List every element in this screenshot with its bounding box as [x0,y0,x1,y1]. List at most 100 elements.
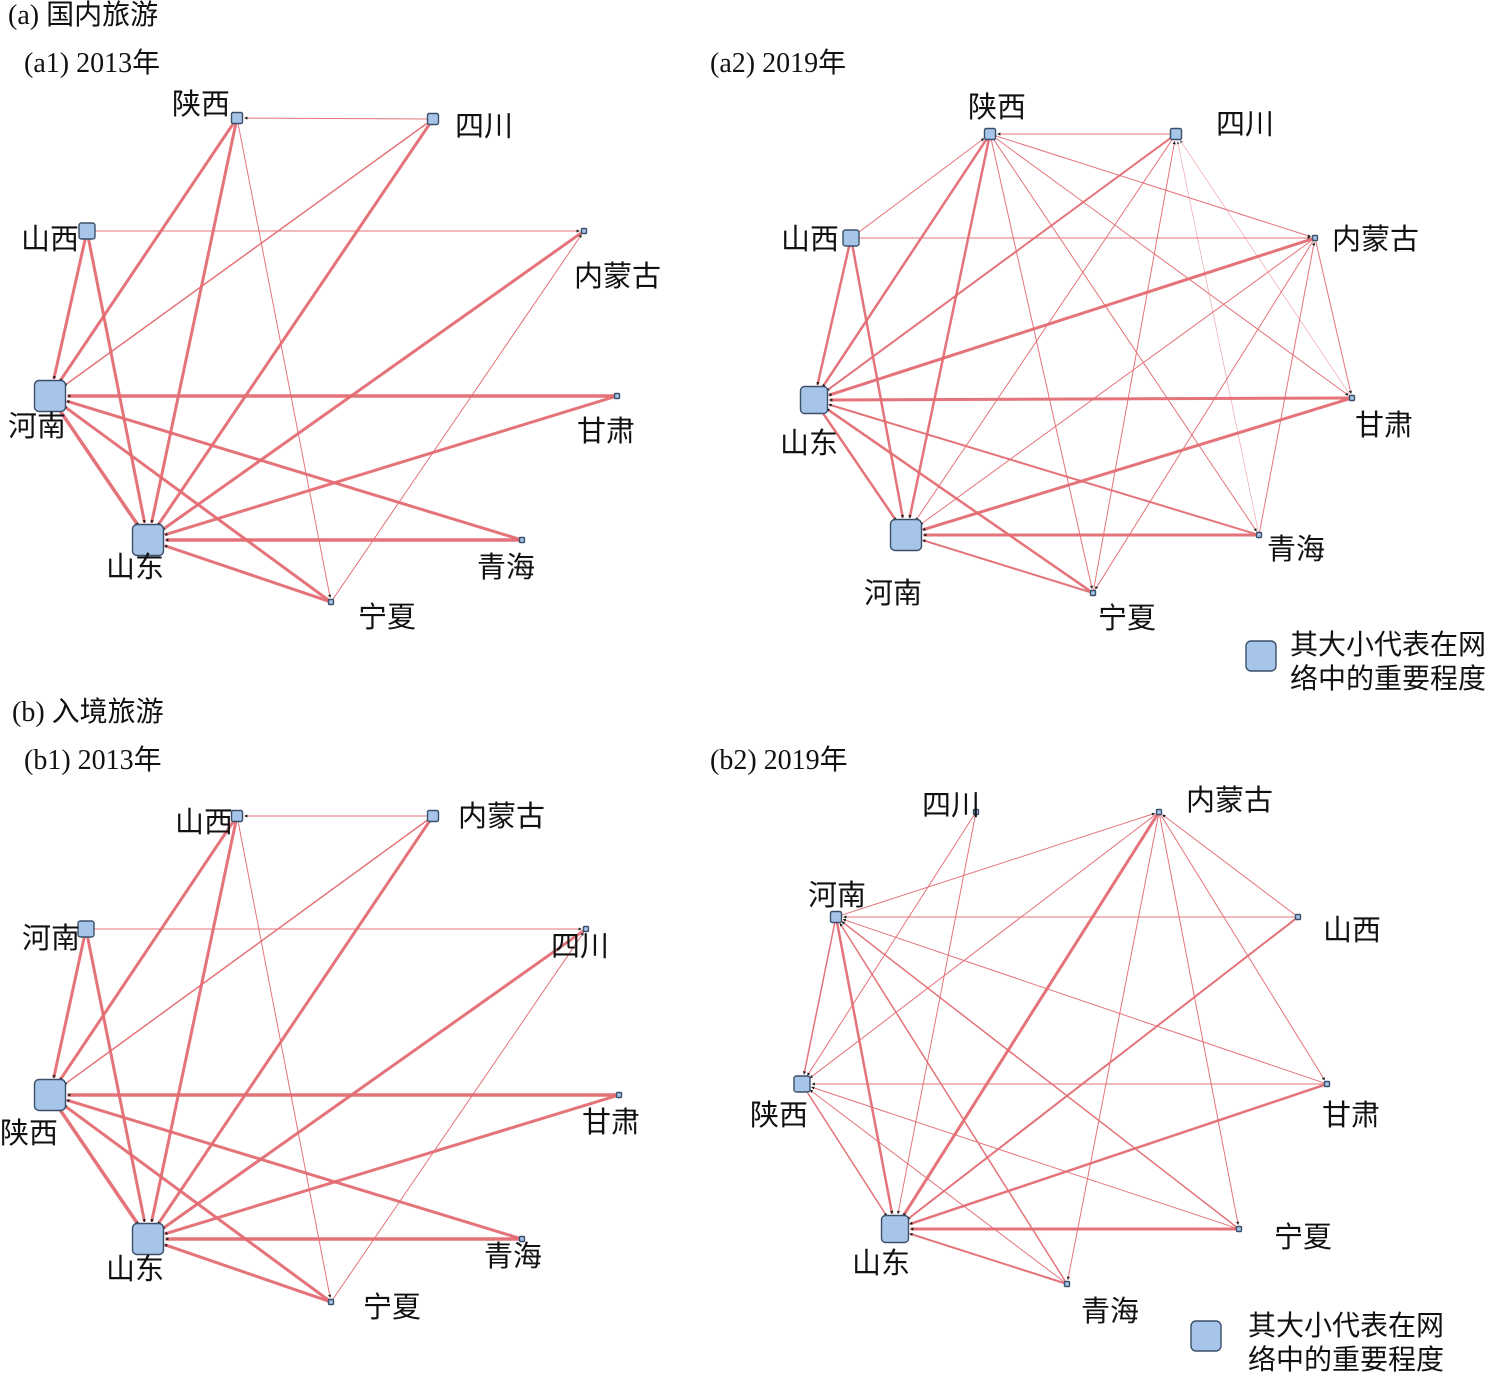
edge-a2-25 [1092,141,1176,591]
node-label-a2-3: 山西 [781,222,839,256]
edge-a1-11 [63,405,330,602]
edge-a2-27 [1258,242,1316,533]
panel-title-a2: (a2) 2019年 [710,47,846,79]
node-label-a1-3: 内蒙古 [574,259,661,293]
node-label-a2-2: 内蒙古 [1332,222,1419,256]
edge-a2-23 [820,410,898,522]
node-label-a1-1: 四川 [455,109,513,143]
node-b2-0 [972,808,980,816]
edge-a1-4 [237,123,332,598]
section-title-b: (b) 入境旅游 [12,696,164,728]
node-b1-6 [131,1222,165,1256]
edge-b2-9 [1159,813,1326,1081]
edge-b1-16 [164,1243,330,1303]
edge-b1-14 [164,1094,618,1236]
panel-title-b1: (b1) 2013年 [24,744,162,776]
edge-b1-4 [237,821,332,1298]
node-label-a2-4: 甘肃 [1355,408,1413,442]
node-label-b2-5: 甘肃 [1322,1098,1380,1132]
edge-a2-1 [995,135,1312,238]
edge-a2-8 [994,136,1349,396]
node-a2-2 [1311,234,1319,242]
edge-a1-3 [150,123,238,524]
panel-title-b2: (b2) 2019年 [710,744,848,776]
node-b1-0 [230,809,244,823]
edge-b1-7 [52,936,86,1079]
edge-b1-8 [86,936,147,1223]
network-panel-b1: 山西内蒙古河南四川陕西甘肃山东青海宁夏 [0,799,640,1324]
node-label-b2-7: 宁夏 [1274,1220,1332,1254]
edge-a2-24 [1176,141,1259,533]
node-label-a1-8: 宁夏 [358,600,416,634]
edge-b1-5 [63,818,429,1086]
node-label-b1-0: 山西 [175,805,233,839]
node-b1-8 [327,1298,335,1306]
edge-b2-12 [835,922,894,1215]
legend-line-2: 络中的重要程度 [1248,1343,1444,1373]
node-b1-2 [77,920,95,938]
edge-b2-17 [909,1083,1326,1226]
edge-b1-2 [58,819,236,1082]
edge-b2-11 [803,922,836,1075]
edge-a1-12 [57,407,140,527]
node-label-a1-2: 山西 [21,222,79,256]
node-a1-7 [518,536,526,544]
edge-b2-2 [896,814,977,1215]
node-label-a1-5: 甘肃 [577,414,635,448]
node-b2-7 [1235,1225,1243,1233]
edge-b2-18 [811,1086,1237,1229]
edge-a1-8 [87,238,147,524]
node-a1-5 [613,392,621,400]
legend-bottom: 其大小代表在网 络中的重要程度 [1190,1309,1444,1373]
edge-a2-13 [828,237,1314,397]
edge-b1-6 [156,819,432,1226]
edge-a2-19 [828,403,1257,536]
edge-b2-0 [841,812,1156,916]
edge-a2-4 [816,245,851,386]
node-a1-8 [327,598,335,606]
node-label-a2-7: 河南 [864,576,922,610]
edge-b2-6 [809,813,1158,1079]
node-b2-5 [1323,1080,1331,1088]
node-label-b2-3: 山西 [1323,913,1381,947]
node-a2-7 [889,518,923,552]
section-title-a: (a) 国内旅游 [8,0,158,31]
edge-a2-26 [1179,139,1351,397]
node-label-a2-5: 山东 [780,426,838,460]
edge-a2-15 [1094,239,1315,590]
node-label-a1-4: 河南 [8,409,66,443]
edge-b2-21 [909,1232,1065,1285]
node-label-a2-1: 四川 [1216,107,1274,141]
edge-a2-11 [825,136,1173,392]
edge-b2-5 [906,917,1297,1221]
node-a2-0 [983,127,997,141]
node-b2-8 [1063,1280,1071,1288]
edge-a1-16 [164,544,330,603]
node-a2-6 [1255,531,1263,539]
edge-b1-17 [331,932,584,1301]
edge-a1-5 [63,121,429,387]
node-label-b1-5: 甘肃 [582,1105,640,1139]
edge-b2-10 [1158,814,1240,1225]
edge-a1-2 [58,121,236,383]
edge-b2-7 [902,813,1159,1217]
node-a1-4 [33,379,67,413]
edge-a2-14 [919,239,1314,526]
edge-a2-9 [992,138,1257,532]
node-b2-6 [880,1214,910,1244]
network-panel-a1: 陕西四川山西内蒙古河南甘肃山东青海宁夏 [8,87,661,634]
edge-b2-13 [842,918,1325,1084]
edge-a2-3 [857,138,985,234]
edge-b2-1 [806,813,976,1076]
edge-b1-10 [66,1098,521,1240]
node-a2-4 [1348,394,1356,402]
edge-a1-10 [66,399,521,541]
node-a1-0 [230,111,244,125]
network-panel-a2: 陕西四川内蒙古山西甘肃山东青海河南宁夏 [780,90,1419,635]
edge-a2-18 [922,397,1351,532]
node-b2-2 [829,910,843,924]
node-b1-1 [426,809,440,823]
node-label-b2-0: 四川 [922,788,980,822]
edge-a2-7 [908,139,991,519]
